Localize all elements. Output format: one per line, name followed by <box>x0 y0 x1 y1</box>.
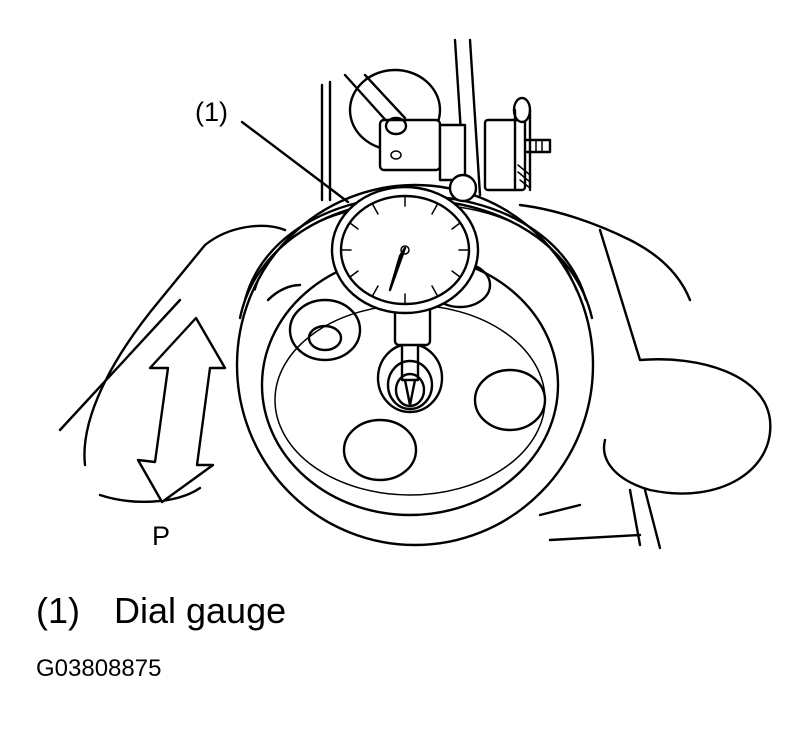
dial-ticks <box>340 195 470 305</box>
dial-gauge-illustration: (1) P <box>58 38 772 551</box>
gauge-stand <box>320 38 552 203</box>
dial-needle <box>388 246 407 292</box>
caption-number: (1) <box>36 590 80 631</box>
figure-id: G03808875 <box>36 655 162 682</box>
double-arrow-icon <box>136 316 227 504</box>
housing-outline <box>58 203 772 550</box>
caption-text: Dial gauge <box>114 590 287 631</box>
callout-leader <box>240 120 350 204</box>
dial-gauge <box>330 185 480 407</box>
figure-caption: (1) Dial gauge <box>36 590 286 632</box>
arrow-label: P <box>152 521 170 551</box>
callout-label: (1) <box>195 97 228 127</box>
